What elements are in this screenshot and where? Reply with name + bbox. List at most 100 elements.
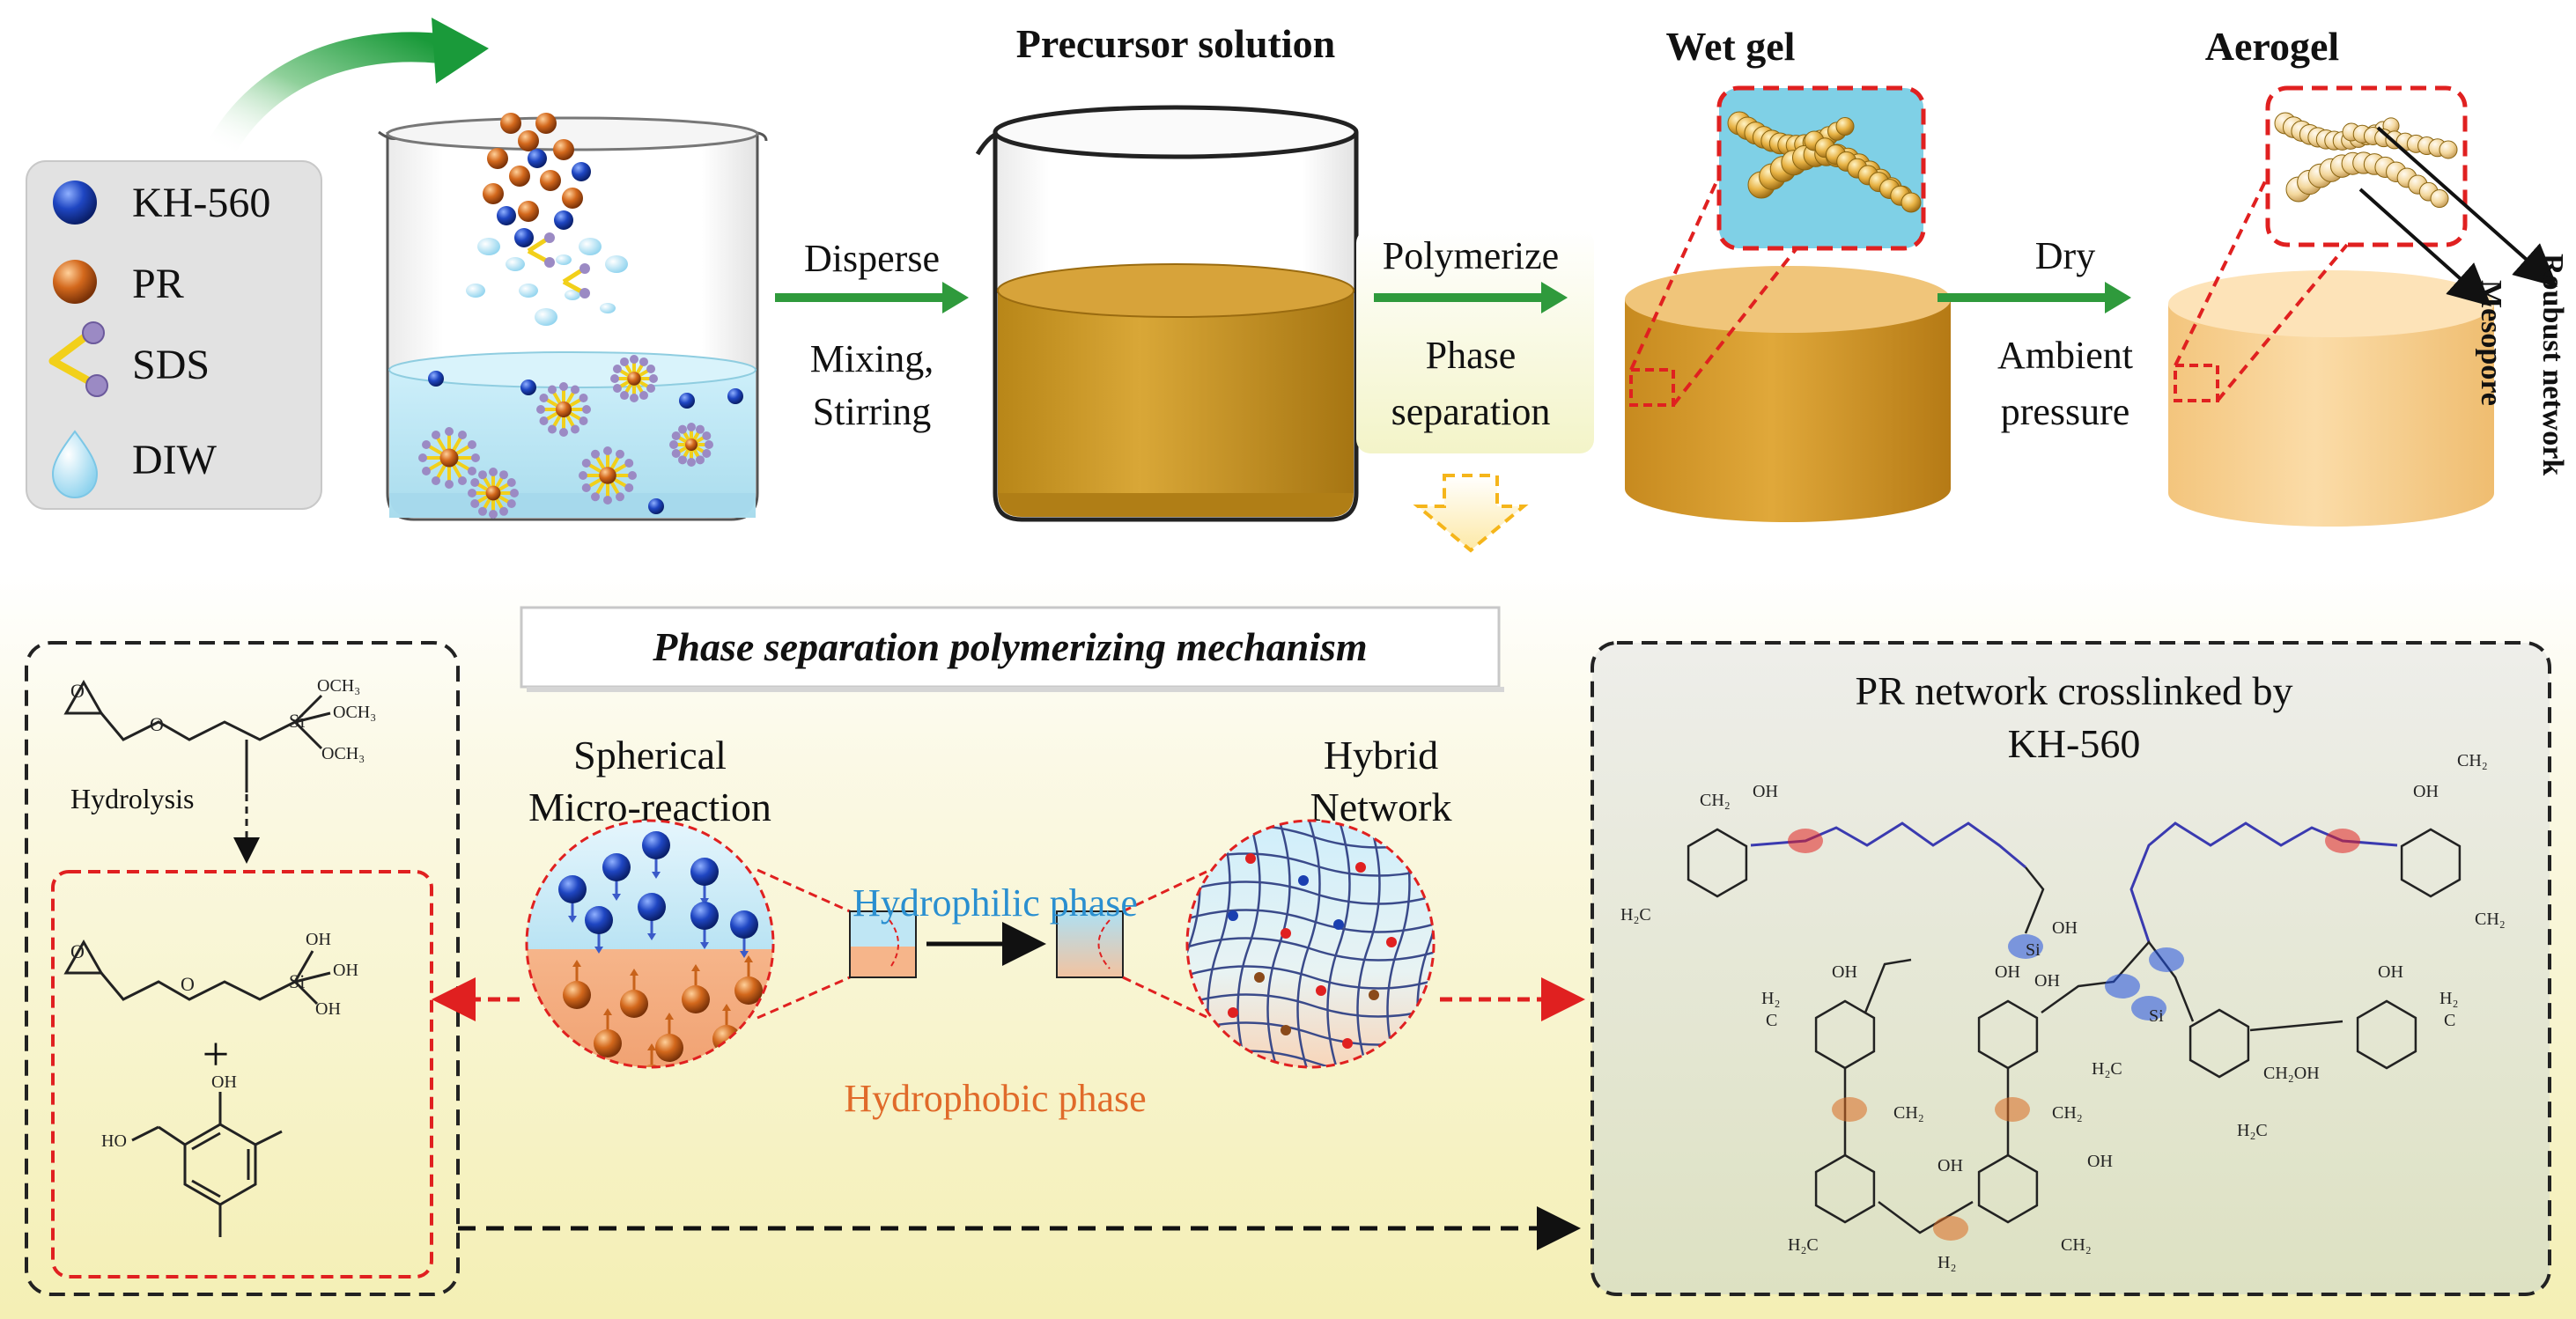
step-disperse: Disperse Mixing, Stirring (775, 237, 969, 433)
water-droplet (600, 303, 616, 313)
wet-gel-zoom (1629, 85, 1926, 407)
green-arrow-icon (775, 282, 969, 313)
micelle (669, 423, 713, 467)
water-drop-icon (51, 430, 99, 499)
chem-label: C (1766, 1011, 1777, 1030)
chem-label: H₂C (1788, 1235, 1819, 1255)
wet-gel-title: Wet gel (1666, 24, 1796, 69)
chem-label: H₂ (1761, 989, 1780, 1008)
kh560-particle (558, 875, 587, 923)
mixing-beaker (378, 113, 768, 521)
hydrolysis-label: Hydrolysis (70, 783, 194, 814)
crosslink-node (1369, 990, 1379, 1000)
kh560-particle (730, 910, 758, 958)
chem-label: H₂C (1620, 905, 1651, 925)
phenol-ho-label: HO (101, 1131, 127, 1151)
pr-sphere-icon (53, 260, 97, 304)
chem-label: CH₂ (1700, 791, 1731, 810)
crosslink-node (1386, 937, 1397, 947)
kh560-particle (514, 228, 534, 247)
pr-particle (734, 955, 763, 1005)
kh560-particle (428, 371, 444, 387)
water-droplet (519, 284, 538, 298)
crosslink-node (1355, 862, 1366, 873)
left-chemistry-panel: O O Si OCH₃ OCH₃ OCH₃ Hydrolysis O O Si … (25, 641, 460, 1296)
polymerize-label: Polymerize (1383, 234, 1559, 277)
pr-particle (562, 188, 583, 209)
oh-label-2: OH (333, 961, 358, 980)
chem-label: OH (2052, 918, 2078, 938)
bond-highlight (1832, 1097, 1867, 1122)
network-title-line2: KH-560 (2008, 721, 2141, 766)
pr-particle (500, 113, 521, 134)
benzene-ring (1814, 1153, 1876, 1224)
mesh-line (1356, 821, 1381, 1067)
spherical-label: Spherical (573, 733, 727, 777)
water-droplet (535, 308, 557, 326)
oh-label-1: OH (306, 930, 331, 949)
kh560-particle (638, 893, 666, 940)
kh560-particle (648, 498, 664, 514)
pr-particle (518, 130, 539, 151)
chem-label: H₂ (2439, 989, 2458, 1008)
water-droplet (556, 254, 572, 265)
mesh-line (1187, 993, 1434, 1018)
gel-bead (1901, 192, 1922, 213)
green-arrow-icon (1938, 282, 2131, 313)
pr-particle (518, 201, 539, 222)
mechanism-title: Phase separation polymerizing mechanism (652, 624, 1367, 669)
water-droplet (605, 255, 628, 273)
chem-label: OH (2378, 962, 2403, 982)
micelle (610, 355, 658, 402)
och3-label-2: OCH₃ (333, 703, 376, 722)
kh560-particle (690, 902, 719, 949)
kh560-particle (727, 388, 743, 404)
chem-label: OH (1995, 962, 2020, 982)
pr-particle (620, 969, 648, 1018)
chem-label: OH (2087, 1152, 2113, 1171)
och3-label-1: OCH₃ (317, 676, 360, 696)
crosslink-node (1333, 919, 1344, 930)
kh560-particle (585, 906, 613, 954)
phase-square-right (1056, 910, 1124, 978)
chem-label: H₂C (2237, 1121, 2268, 1140)
benzene-ring (1977, 1153, 2039, 1224)
stirring-label: Stirring (813, 390, 931, 433)
kh560-particle (497, 206, 516, 225)
network-title-line1: PR network crosslinked by (1855, 668, 2292, 713)
step-polymerize: Polymerize Phase separation (1356, 229, 1594, 453)
mixing-label: Mixing, (810, 337, 934, 380)
mesh-line (1187, 881, 1434, 905)
legend-box: KH-560 PR SDS DIW (26, 160, 322, 510)
kh560-particle (690, 858, 719, 905)
mesopore-label: Mesopore (2475, 280, 2507, 406)
crosslink-node (1254, 972, 1265, 983)
network-label: Network (1310, 785, 1452, 829)
kh560-particle (572, 162, 591, 181)
pr-particle (483, 183, 504, 204)
micelle (418, 427, 480, 489)
pr-particle (509, 166, 530, 187)
chem-label: Si (2149, 1006, 2164, 1026)
kh560-particle (642, 831, 670, 879)
aerogel-bead (2439, 140, 2458, 159)
mesh-line (1266, 821, 1291, 1067)
crosslink-node (1298, 875, 1309, 886)
si-label-mid: Si (289, 970, 305, 992)
ambient-label: Ambient (1997, 334, 2133, 377)
micelles (418, 355, 743, 519)
plus-sign: + (203, 1028, 229, 1080)
kh560-particle (520, 379, 536, 395)
water-droplet (506, 257, 525, 271)
kh560-chain (2129, 822, 2398, 943)
mesh-line (1296, 821, 1321, 1067)
aerogel-cylinder (2168, 270, 2494, 527)
hydrophobic-phase-label: Hydrophobic phase (844, 1077, 1146, 1120)
phase-square-left (849, 910, 917, 978)
disperse-label: Disperse (804, 237, 940, 280)
chem-label: H₂C (2092, 1059, 2122, 1079)
chem-label: CH₂ (1893, 1103, 1924, 1123)
water-droplet (466, 284, 485, 298)
legend-item-sds: SDS (48, 321, 210, 397)
